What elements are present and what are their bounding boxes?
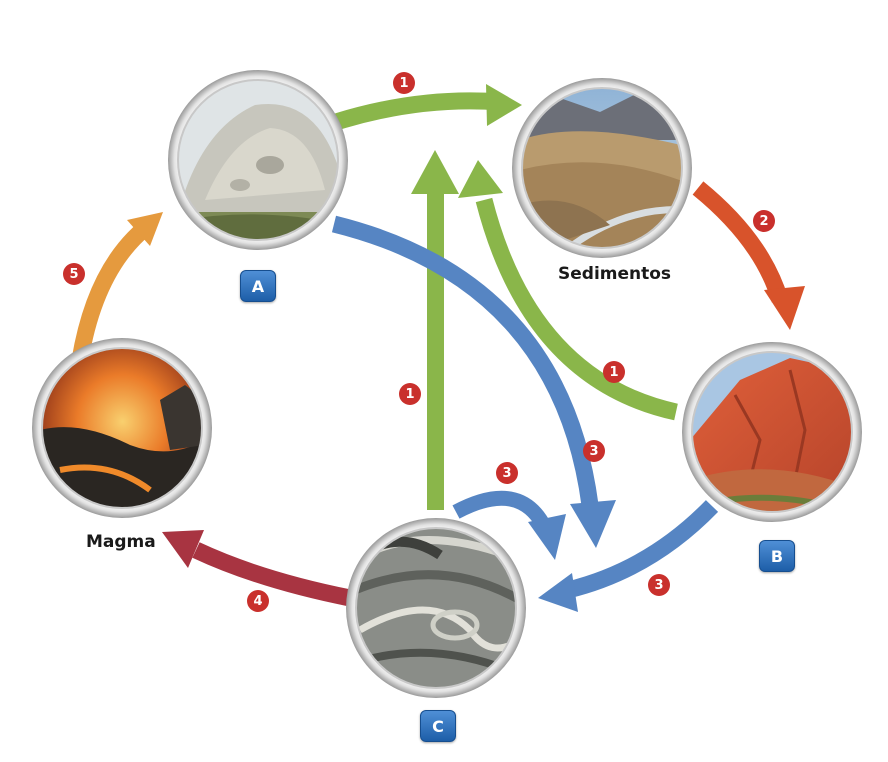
arrowhead-b-to-sedimentos [458,160,503,198]
step-number: 2 [753,210,775,232]
arrowhead-magma-to-a [127,212,163,246]
sedimentos-photo [512,78,692,258]
arrowhead-a-to-sedimentos [486,84,522,126]
step-number: 1 [399,383,421,405]
arrowhead-b-to-c [538,573,578,612]
badge-a: A [240,270,276,302]
badge-b: B [759,540,795,572]
step-number: 1 [393,72,415,94]
step-number: 3 [583,440,605,462]
magma-photo [32,338,212,518]
arrow-sedimentos-to-b [692,181,789,303]
arrow-a-to-c [331,215,599,507]
arrowhead-sedimentos-to-b [764,286,805,330]
arrowhead-a-to-c [570,500,616,548]
arrow-b-to-c [565,500,719,599]
sedimentos-label: Sedimentos [558,264,672,284]
arrow-magma-to-a [71,221,151,362]
arrowhead-c-to-sedimentos [411,150,459,194]
arrow-c-loop [452,490,552,532]
badge-c: C [420,710,456,742]
step-number: 4 [247,590,269,612]
step-number: 3 [496,462,518,484]
step-number: 3 [648,574,670,596]
rock-a-photo [168,70,348,250]
step-number: 5 [63,263,85,285]
arrow-a-to-sedimentos [333,92,501,131]
rock-c-photo [346,518,526,698]
arrowhead-c-to-magma [162,530,204,568]
magma-label: Magma [86,532,156,552]
arrowhead-c-loop [528,514,566,560]
arrow-c-to-sedimentos [427,190,444,510]
rock-b-photo [682,342,862,522]
arrow-c-to-magma [192,542,352,607]
arrow-b-to-sedimentos [475,197,678,421]
step-number: 1 [603,361,625,383]
